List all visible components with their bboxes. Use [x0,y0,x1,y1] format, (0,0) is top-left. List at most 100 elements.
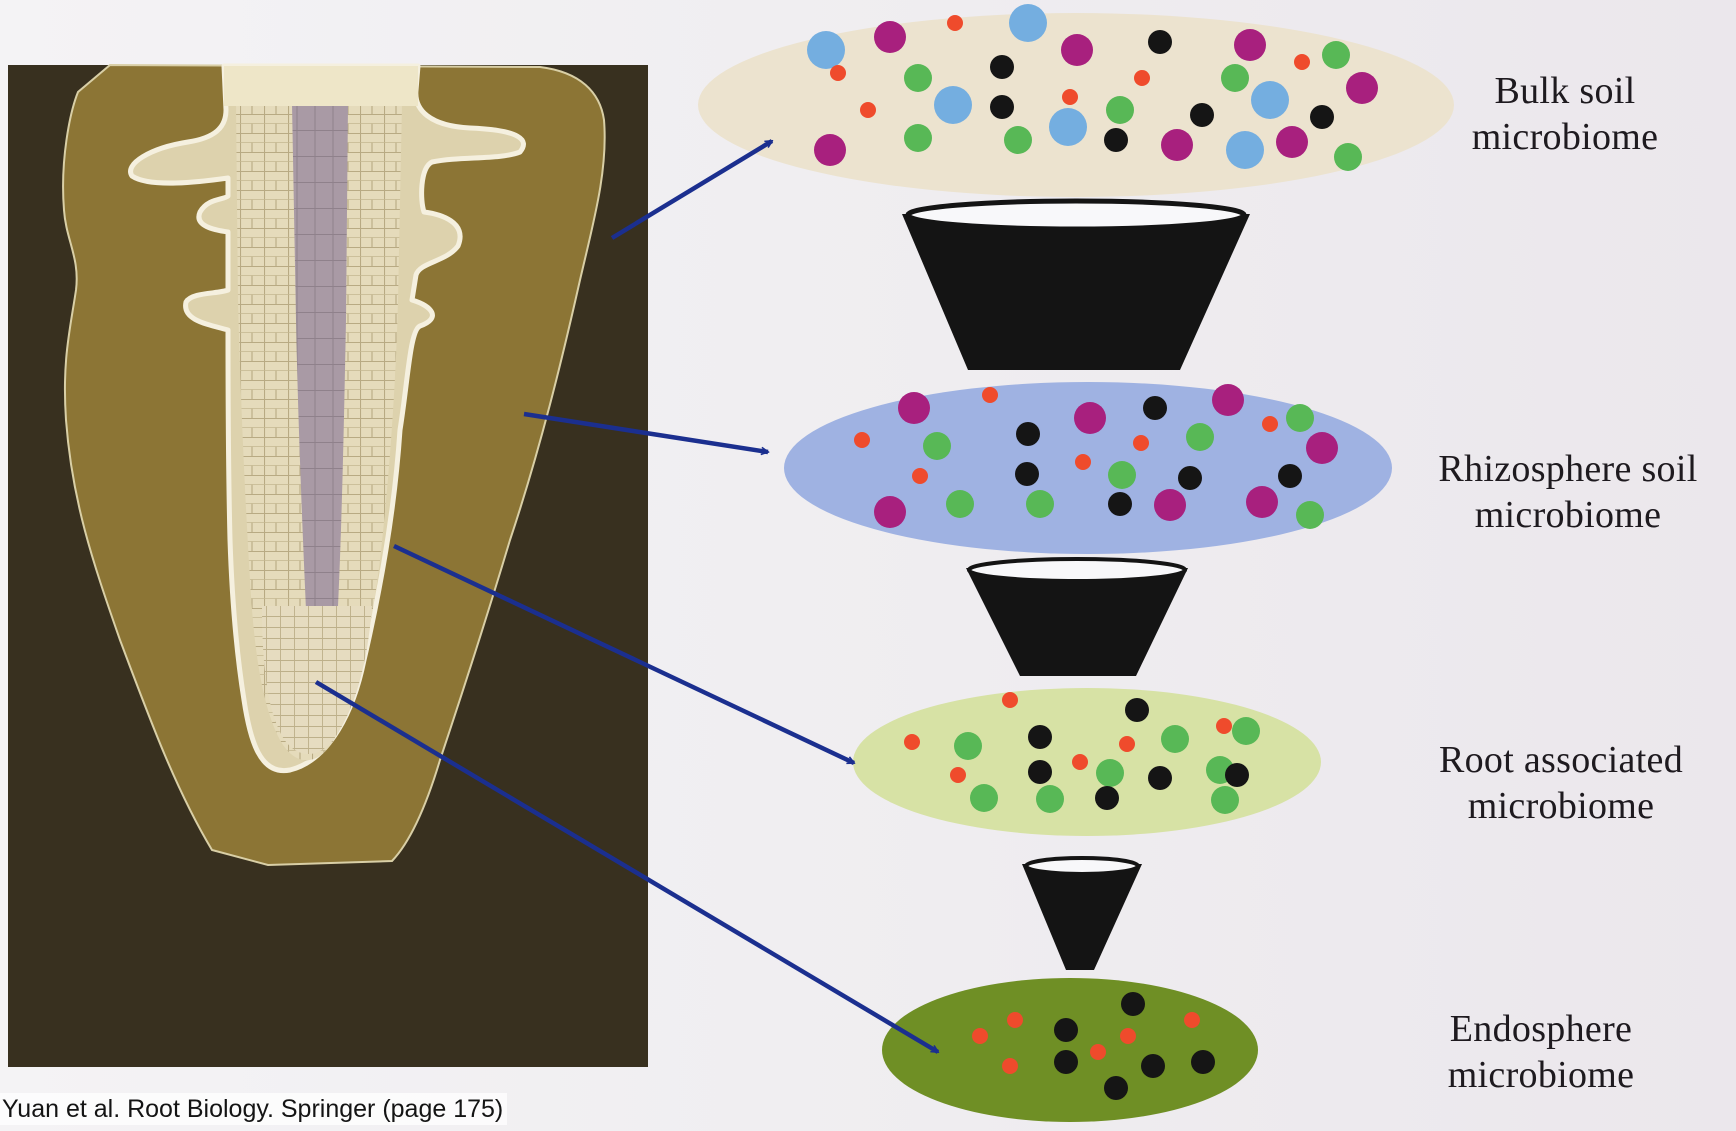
microbe-dot-icon [1036,785,1064,813]
microbe-dot-icon [898,392,930,424]
label-bulk-soil-microbiome: Bulk soil microbiome [1400,68,1730,160]
microbe-dot-icon [1216,718,1232,734]
microbe-dot-icon [982,387,998,403]
microbe-dot-icon [1016,422,1040,446]
microbe-dot-icon [947,15,963,31]
microbe-dot-icon [1002,1058,1018,1074]
microbe-dot-icon [1161,725,1189,753]
funnel-rhizosphere-to-root [966,559,1188,676]
microbe-dot-icon [1072,754,1088,770]
microbe-dot-icon [990,55,1014,79]
label-line: microbiome [1376,1052,1706,1098]
funnel-root-to-endosphere [1022,858,1142,970]
microbe-dot-icon [874,21,906,53]
microbe-dot-icon [1108,461,1136,489]
funnel-opening [908,201,1244,229]
microbe-dot-icon [1104,1076,1128,1100]
microbe-dot-icon [1004,126,1032,154]
microbe-dot-icon [1286,404,1314,432]
microbe-dot-icon [904,734,920,750]
microbe-dot-icon [874,496,906,528]
label-endosphere-microbiome: Endosphere microbiome [1376,1006,1706,1098]
funnel-opening [1026,858,1138,874]
microbe-dot-icon [860,102,876,118]
microbe-dot-icon [1054,1050,1078,1074]
rhizosphere-microbiome-ellipse [784,382,1392,554]
microbe-dot-icon [1346,72,1378,104]
microbe-dot-icon [904,124,932,152]
microbe-dot-icon [1246,486,1278,518]
label-line: Rhizosphere soil [1400,446,1736,492]
microbe-dot-icon [814,134,846,166]
microbe-dot-icon [972,1028,988,1044]
microbe-dot-icon [1049,108,1087,146]
root-top [224,66,418,106]
microbe-dot-icon [1276,126,1308,158]
microbe-dot-icon [904,64,932,92]
microbe-dot-icon [1334,143,1362,171]
microbe-dot-icon [1095,786,1119,810]
microbe-dot-icon [1054,1018,1078,1042]
root-cross-section-illustration [8,65,648,1067]
label-line: microbiome [1400,114,1730,160]
label-line: Endosphere [1376,1006,1706,1052]
microbe-dot-icon [807,31,845,69]
microbe-dot-icon [1225,763,1249,787]
microbe-dot-icon [1148,30,1172,54]
microbe-dot-icon [1154,489,1186,521]
root-associated-microbiome-ellipse [853,688,1321,836]
microbe-dot-icon [1134,70,1150,86]
label-line: Bulk soil [1400,68,1730,114]
microbe-dot-icon [1186,423,1214,451]
microbe-dot-icon [1296,501,1324,529]
microbe-dot-icon [1133,435,1149,451]
microbe-dot-icon [923,432,951,460]
microbe-dot-icon [1028,725,1052,749]
funnel-icon [966,568,1188,676]
microbe-dot-icon [1015,462,1039,486]
microbe-dot-icon [1104,128,1128,152]
microbe-dot-icon [1184,1012,1200,1028]
microbe-dot-icon [1191,1050,1215,1074]
microbe-dot-icon [1096,759,1124,787]
microbe-dot-icon [1108,492,1132,516]
microbe-dot-icon [1125,698,1149,722]
microbe-dot-icon [946,490,974,518]
microbe-dot-icon [934,86,972,124]
microbe-dot-icon [1026,490,1054,518]
microbe-dot-icon [1007,1012,1023,1028]
microbe-dot-icon [1262,416,1278,432]
microbe-dot-icon [1141,1054,1165,1078]
funnel-opening [969,559,1185,581]
microbe-dot-icon [1294,54,1310,70]
label-line: microbiome [1396,783,1726,829]
microbe-dot-icon [1278,464,1302,488]
label-line: microbiome [1400,492,1736,538]
microbe-dot-icon [1211,786,1239,814]
microbe-dot-icon [990,95,1014,119]
bulk-soil-microbiome-ellipse [698,4,1454,197]
label-root-associated-microbiome: Root associated microbiome [1396,737,1726,829]
microbe-dot-icon [854,432,870,448]
microbe-dot-icon [1232,717,1260,745]
microbe-dot-icon [1212,384,1244,416]
microbe-dot-icon [1120,1028,1136,1044]
microbe-dot-icon [950,767,966,783]
microbe-dot-icon [1143,396,1167,420]
microbe-dot-icon [1062,89,1078,105]
microbe-dot-icon [1090,1044,1106,1060]
microbe-dot-icon [1148,766,1172,790]
microbe-dot-icon [1190,103,1214,127]
microbe-dot-icon [1310,105,1334,129]
microbe-dot-icon [1009,4,1047,42]
microbe-dot-icon [1251,81,1289,119]
microbe-dot-icon [1002,692,1018,708]
funnel-bulk-to-rhizosphere [902,201,1250,370]
microbe-dot-icon [970,784,998,812]
microbe-dot-icon [912,468,928,484]
microbe-dot-icon [1028,760,1052,784]
microbe-dot-icon [1226,131,1264,169]
source-caption: Yuan et al. Root Biology. Springer (page… [0,1093,507,1125]
